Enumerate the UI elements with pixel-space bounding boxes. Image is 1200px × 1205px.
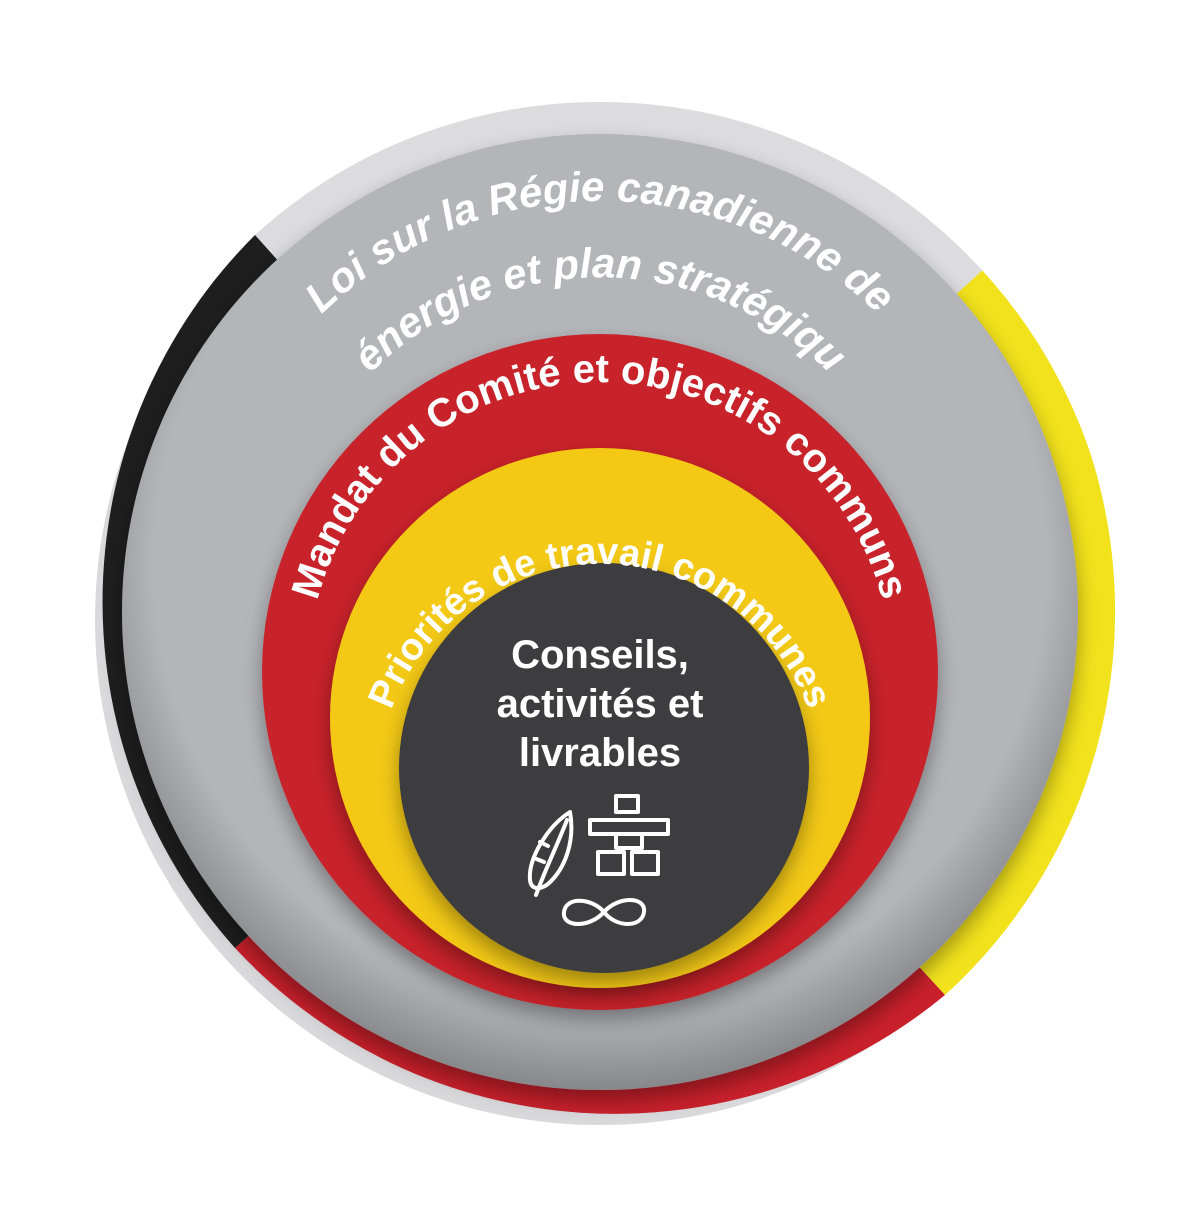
ring-center-disc <box>399 563 809 973</box>
center-label: Conseils, activités et livrables <box>497 633 704 775</box>
center-label-line-3: livrables <box>519 731 681 775</box>
infinity-icon <box>562 898 646 926</box>
inukshuk-icon <box>588 794 670 876</box>
center-label-line-1: Conseils, <box>511 633 689 677</box>
feather-icon <box>527 810 574 897</box>
center-label-line-2: activités et <box>497 682 704 726</box>
